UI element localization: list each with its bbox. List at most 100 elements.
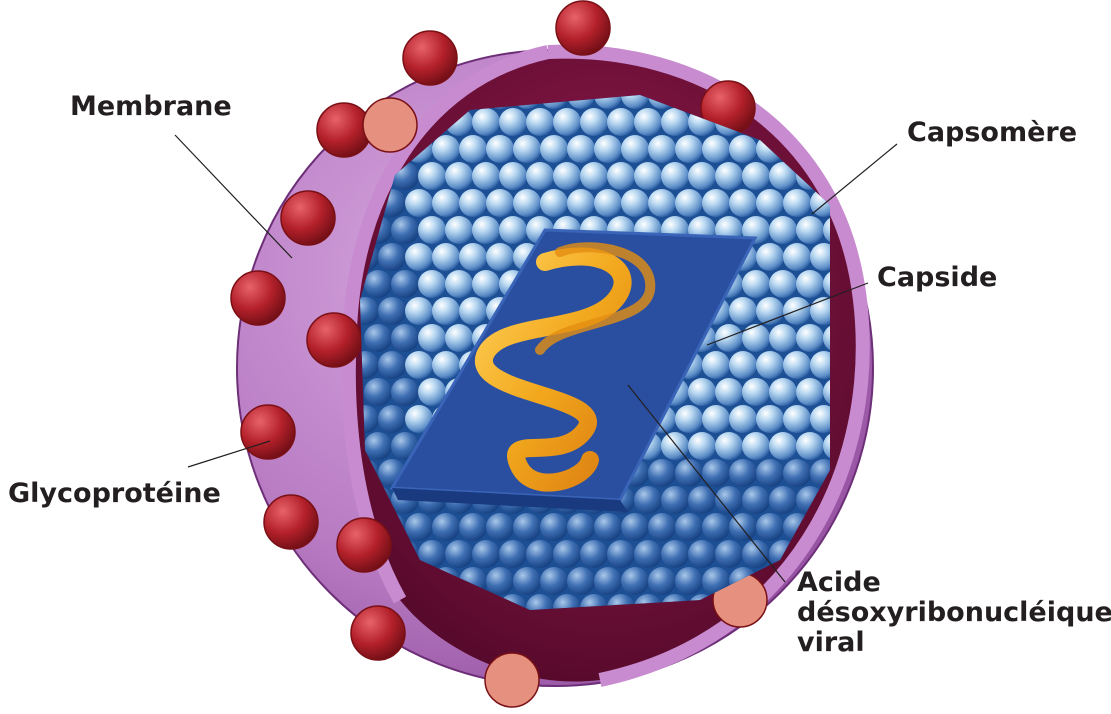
capsomere-ball (472, 270, 500, 298)
capsomere-ball (445, 270, 473, 298)
capsomere-ball (796, 432, 824, 460)
capsomere-ball (405, 513, 433, 541)
capsomere-ball (526, 108, 554, 136)
capsomere-ball (796, 108, 824, 136)
capsomere-ball (486, 513, 514, 541)
capsomere-ball (783, 459, 811, 487)
glycoprotein-knob (556, 1, 610, 55)
capsomere-ball (459, 135, 487, 163)
capsomere-ball (675, 513, 703, 541)
capsomere-ball (742, 162, 770, 190)
capsomere-ball (702, 513, 730, 541)
capsomere-ball (648, 189, 676, 217)
capsomere-ball (742, 432, 770, 460)
capsomere-ball (459, 513, 487, 541)
capsomere-ball (378, 351, 406, 379)
capsomere-ball (567, 567, 595, 595)
capsomere-ball (756, 459, 784, 487)
capsomere-ball (796, 270, 824, 298)
capsomere-ball (580, 108, 608, 136)
capsomere-ball (810, 135, 838, 163)
capsomere-ball (391, 216, 419, 244)
capsomere-ball (715, 324, 743, 352)
capsomere-ball (634, 162, 662, 190)
capsomere-ball (783, 243, 811, 271)
capsomere-ball (432, 189, 460, 217)
capsomere-ball (594, 567, 622, 595)
capsomere-ball (823, 108, 851, 136)
capsomere-ball (756, 351, 784, 379)
capsomere-ball (432, 351, 460, 379)
capsomere-ball (675, 405, 703, 433)
capsomere-ball (486, 135, 514, 163)
capsomere-ball (661, 486, 689, 514)
capsomere-ball (729, 405, 757, 433)
capsomere-ball (459, 297, 487, 325)
capsomere-ball (445, 216, 473, 244)
label-adn-line3: viral (797, 628, 1111, 658)
capsomere-ball (769, 324, 797, 352)
capsomere-ball (742, 486, 770, 514)
capsomere-ball (567, 513, 595, 541)
capsomere-ball (553, 162, 581, 190)
capsomere-ball (391, 378, 419, 406)
capsomere-ball (769, 270, 797, 298)
capsomere-ball (391, 270, 419, 298)
capsomere-ball (702, 405, 730, 433)
capsomere-ball (756, 189, 784, 217)
capsomere-ball (405, 243, 433, 271)
capsomere-ball (702, 135, 730, 163)
capsomere-ball (513, 513, 541, 541)
capsomere-ball (580, 540, 608, 568)
capsomere-ball (715, 432, 743, 460)
capsomere-ball (567, 189, 595, 217)
capsomere-ball (364, 378, 392, 406)
capsomere-ball (580, 162, 608, 190)
glycoprotein-knob (281, 191, 335, 245)
capsomere-ball (405, 189, 433, 217)
capsomere-ball (634, 486, 662, 514)
capsomere-ball (769, 486, 797, 514)
capsomere-ball (459, 189, 487, 217)
capsomere-ball (796, 324, 824, 352)
capsomere-ball (742, 270, 770, 298)
capsomere-ball (364, 324, 392, 352)
capsomere-ball (364, 270, 392, 298)
capsomere-ball (445, 540, 473, 568)
capsomere-ball (783, 189, 811, 217)
capsomere-ball (499, 540, 527, 568)
capsomere-ball (702, 189, 730, 217)
capsomere-ball (607, 162, 635, 190)
capsomere-ball (783, 297, 811, 325)
capsomere-ball (756, 405, 784, 433)
capsomere-ball (607, 108, 635, 136)
capsomere-ball (594, 513, 622, 541)
capsomere-ball (661, 108, 689, 136)
capsomere-ball (729, 351, 757, 379)
capsomere-ball (661, 540, 689, 568)
capsomere-ball (445, 324, 473, 352)
capsomere-ball (715, 162, 743, 190)
capsomere-ball (729, 459, 757, 487)
capsomere-ball (540, 135, 568, 163)
capsomere-ball (540, 513, 568, 541)
capsomere-ball (688, 378, 716, 406)
capsomere-ball (472, 216, 500, 244)
capsomere-ball (783, 81, 811, 109)
capsomere-ball (823, 540, 851, 568)
glycoprotein-knob (337, 518, 391, 572)
capsomere-ball (756, 513, 784, 541)
capsomere-ball (769, 378, 797, 406)
capsomere-ball (432, 243, 460, 271)
capsomere-ball (621, 567, 649, 595)
capsomere-ball (675, 135, 703, 163)
capsomere-ball (675, 567, 703, 595)
capsomere-ball (742, 378, 770, 406)
capsomere-ball (648, 459, 676, 487)
capsomere-ball (418, 324, 446, 352)
capsomere-ball (702, 351, 730, 379)
label-capsomere: Capsomère (907, 118, 1077, 148)
capsomere-ball (729, 135, 757, 163)
glycoprotein-knob (485, 653, 539, 707)
